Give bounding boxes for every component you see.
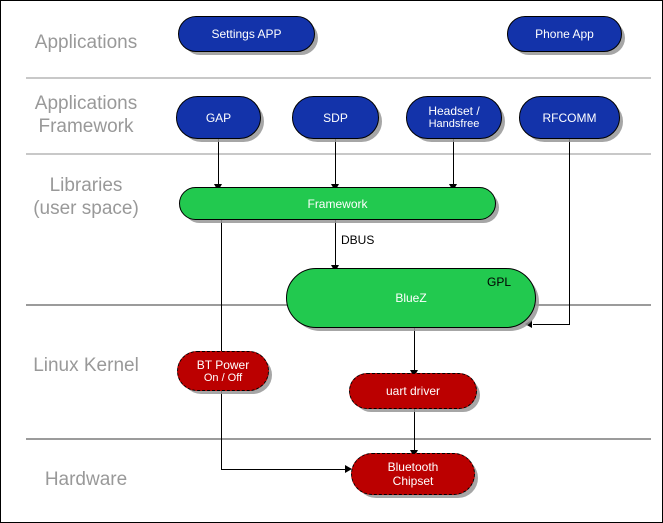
node-framework[interactable]: Framework xyxy=(179,187,496,220)
node-sdp[interactable]: SDP xyxy=(292,96,379,139)
divider-applications xyxy=(26,77,651,79)
node-bluetooth-chipset-label-line1: Bluetooth xyxy=(387,460,439,474)
layer-label-applications: Applications xyxy=(34,32,138,53)
node-headset-handsfree[interactable]: Headset / Handsfree xyxy=(406,96,502,139)
node-uart-driver-label: uart driver xyxy=(385,384,441,398)
node-phone-app-label: Phone App xyxy=(535,27,594,41)
layer-label-libraries-line2: (user space) xyxy=(33,198,139,219)
layer-label-libraries-line1: Libraries xyxy=(49,175,123,196)
node-settings-app[interactable]: Settings APP xyxy=(178,16,315,52)
node-phone-app[interactable]: Phone App xyxy=(507,16,622,52)
edge-label-dbus: DBUS xyxy=(341,233,375,247)
node-bt-power-label-line2: On / Off xyxy=(203,371,243,384)
layer-label-hardware: Hardware xyxy=(44,469,128,490)
node-settings-app-label: Settings APP xyxy=(211,27,282,41)
divider-linux-kernel xyxy=(26,438,651,440)
connector-gap-to-framework xyxy=(218,139,219,187)
layer-label-applications-framework-line2: Framework xyxy=(38,116,134,137)
layer-label-applications-framework: Applications Framework xyxy=(1,92,171,138)
connector-framework-to-chipset-vertical xyxy=(221,220,222,470)
layer-label-applications-framework-line1: Applications xyxy=(34,93,138,114)
divider-applications-framework xyxy=(26,153,651,155)
node-bluez-license-tag: GPL xyxy=(486,275,511,289)
connector-sdp-to-framework xyxy=(335,139,336,187)
node-headset-handsfree-label-line2: Handsfree xyxy=(428,118,480,130)
connector-bluez-to-uart xyxy=(414,328,415,373)
connector-rfcomm-vertical xyxy=(569,139,570,325)
node-uart-driver[interactable]: uart driver xyxy=(349,373,477,409)
layer-label-linux-kernel: Linux Kernel xyxy=(33,355,139,376)
node-bt-power-label-line1: BT Power xyxy=(196,357,250,372)
connector-headset-to-framework xyxy=(453,139,454,187)
node-bluez-label: BlueZ xyxy=(395,291,427,305)
arrowhead-framework-to-chipset xyxy=(345,465,352,473)
node-bluez[interactable]: BlueZ GPL xyxy=(286,268,536,328)
node-sdp-label: SDP xyxy=(323,110,348,125)
node-bt-power[interactable]: BT Power On / Off xyxy=(177,351,269,391)
layer-label-libraries: Libraries (user space) xyxy=(1,174,171,220)
connector-framework-to-bluez xyxy=(335,220,336,268)
connector-uart-to-chipset xyxy=(414,409,415,453)
arrowhead-rfcomm-to-bluez xyxy=(525,320,532,328)
node-rfcomm[interactable]: RFCOMM xyxy=(519,96,620,139)
node-framework-label: Framework xyxy=(307,196,368,211)
connector-framework-to-chipset-horizontal xyxy=(221,469,348,470)
node-gap[interactable]: GAP xyxy=(176,96,261,139)
node-bluetooth-chipset[interactable]: Bluetooth Chipset xyxy=(351,453,475,495)
node-headset-handsfree-label-line1: Headset / xyxy=(428,104,480,118)
node-rfcomm-label: RFCOMM xyxy=(542,110,597,125)
node-bluetooth-chipset-label-line2: Chipset xyxy=(392,474,434,488)
node-gap-label: GAP xyxy=(205,110,232,125)
connector-rfcomm-to-bluez xyxy=(533,324,570,325)
